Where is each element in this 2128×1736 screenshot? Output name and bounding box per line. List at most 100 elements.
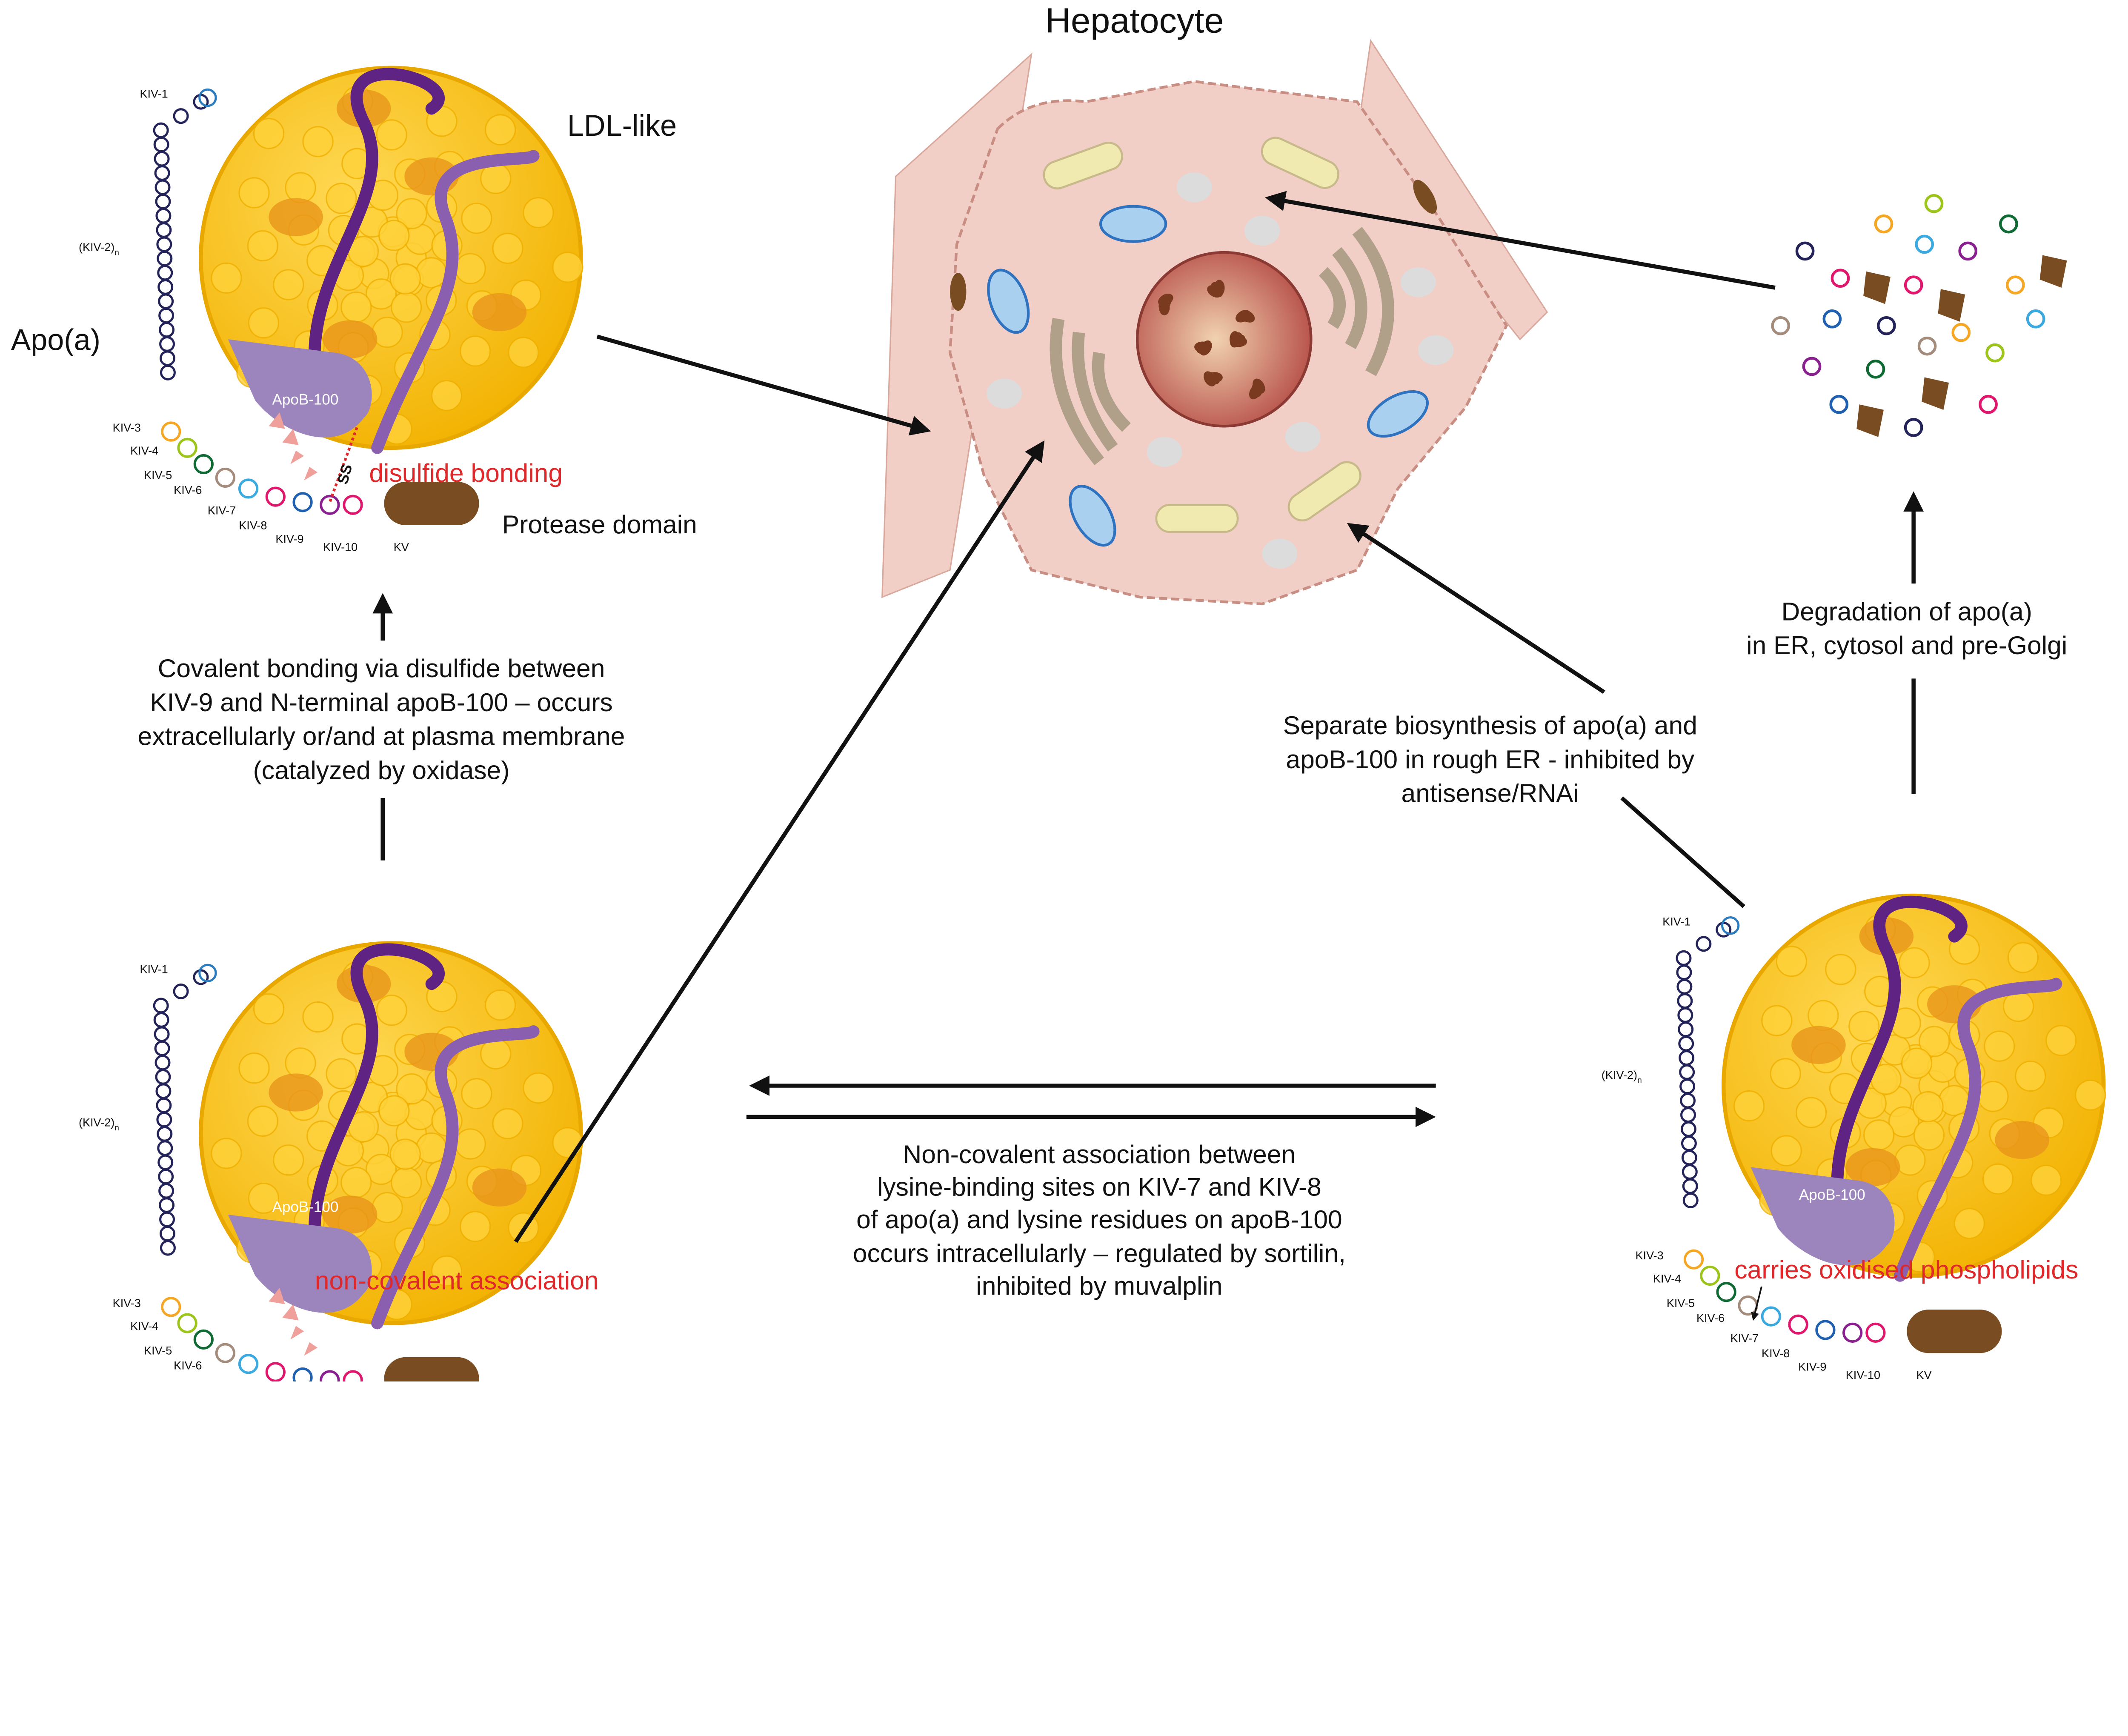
kiv2-repeat-kringle <box>153 137 169 153</box>
kringle-label: KIV-10 <box>1846 1368 1880 1381</box>
kiv2-repeat-kringle <box>1679 1064 1695 1080</box>
kringle-kiv-4 <box>1700 1265 1720 1286</box>
lipid-droplet <box>285 172 316 203</box>
kringle-label: (KIV-2)n <box>1602 1068 1642 1085</box>
chromatin-dot <box>1249 384 1262 400</box>
lipid-droplet <box>248 1182 280 1214</box>
neighbor-cell-right <box>1356 39 1548 340</box>
cholesteryl-ester-blob <box>1845 1148 1900 1186</box>
interaction-arrows <box>282 429 318 480</box>
kiv2-repeat-kringle <box>160 1240 176 1256</box>
apob-strand <box>308 68 445 413</box>
kiv2-repeat-kringle <box>1682 1164 1698 1180</box>
apoa-kringle-fragment <box>1904 418 1923 437</box>
caption-noncovalent: Non-covalent association between lysine-… <box>853 1140 1346 1300</box>
vesicle <box>1262 538 1298 569</box>
organelles <box>950 137 1454 569</box>
lipid-droplet <box>378 1095 410 1127</box>
kringle-label: (KIV-2)n <box>79 1116 119 1133</box>
lipid-droplet <box>273 269 304 300</box>
apoa-chain <box>153 964 363 1382</box>
lipid-droplet <box>1912 1091 1944 1123</box>
kiv2-repeat-kringle <box>1678 1035 1694 1052</box>
lipid-droplet <box>552 252 583 283</box>
arrow-fragments-to-hepatocyte <box>1265 191 1776 290</box>
vesicle <box>1147 437 1182 467</box>
chromatin-dot <box>1158 293 1173 306</box>
lipid-droplet <box>461 1078 492 1110</box>
kiv2-repeat-kringle <box>159 336 175 352</box>
lipid-droplet <box>431 380 463 412</box>
lipid-droplet <box>508 337 539 368</box>
vesicle <box>1244 216 1280 246</box>
lipid-droplet <box>253 993 285 1025</box>
lpa-particle-right: KIV-1(KIV-2)nKIV-3KIV-4KIV-5KIV-6KIV-7KI… <box>1602 893 2106 1381</box>
er-vesicle <box>1261 137 1339 189</box>
lipid-droplet <box>247 1105 279 1137</box>
kiv2-repeat-kringle <box>1682 1192 1699 1208</box>
arrow-bottom-left-to-hepatocyte <box>514 440 1045 1243</box>
kiv2-repeat-kringle <box>154 179 171 195</box>
kringle-label: KIV-4 <box>130 444 158 457</box>
kringle-kiv-8 <box>1788 1314 1808 1335</box>
apoa-kringle-fragment <box>1795 241 1815 261</box>
kringle-label: KIV-7 <box>208 504 236 517</box>
kiv2-repeat-kringle <box>1680 1107 1696 1123</box>
kiv2-repeat-kringle <box>1679 1078 1696 1095</box>
vesicle <box>1400 267 1436 297</box>
apoa-kringle-fragment <box>1866 360 1885 379</box>
lipid-droplet <box>1825 954 1856 985</box>
kiv2-repeat-kringle <box>157 1140 173 1156</box>
kiv2-repeat-kringle <box>158 307 174 323</box>
apoa-lpa-assembly-diagram: Hepatocyte KIV-1(KIV-2)nKIV-3KIV-4KIV-5K… <box>11 1 2106 1382</box>
lipid-droplet <box>1761 1005 1793 1036</box>
cell-junction <box>1413 180 1437 214</box>
kiv2-repeat-kringle <box>157 279 174 295</box>
kiv2-repeat-kringle <box>1676 950 1692 966</box>
chromatin-dot <box>1239 310 1255 323</box>
kringle-kiv-9 <box>292 1367 313 1382</box>
cholesteryl-ester-blob <box>472 1168 527 1207</box>
kiv2-repeat-kringle <box>153 1012 169 1028</box>
er-vesicle <box>1287 461 1361 522</box>
kiv2-repeat-kringle <box>156 1097 172 1113</box>
caption-line: extracellularly or/and at plasma membran… <box>138 722 625 751</box>
caption-degradation: Degradation of apo(a) in ER, cytosol and… <box>1746 597 2067 660</box>
apob-100-domain <box>228 339 372 438</box>
lipid-droplet <box>1977 1081 2009 1112</box>
golgi-apparatus-left <box>1050 317 1131 466</box>
kringle-label: KV <box>1916 1368 1932 1381</box>
lipid-droplet <box>1982 1163 2014 1195</box>
kringle-kiv-3 <box>161 1297 181 1317</box>
lipid-droplet <box>340 291 372 323</box>
kringle-kv <box>343 1370 363 1382</box>
apoa-kringle-fragment <box>1877 316 1896 335</box>
caption-covalent: Covalent bonding via disulfide between K… <box>138 654 625 784</box>
kiv2-repeat-kringle <box>154 151 170 167</box>
lipid-droplet <box>285 1047 316 1079</box>
apoa-chain <box>153 88 363 515</box>
ldl-like-label: LDL-like <box>567 109 677 142</box>
hepatocyte-title: Hepatocyte <box>1045 1 1224 40</box>
kiv2-repeat-kringle <box>159 350 175 366</box>
oxidised-phospholipids-label: carries oxidised phospholipids <box>1734 1255 2078 1284</box>
lipid-droplet <box>365 278 397 310</box>
lipid-droplet <box>365 1153 397 1185</box>
kringle-kiv-8 <box>265 1362 286 1382</box>
apoa-label: Apo(a) <box>11 323 101 357</box>
lipid-droplet <box>372 317 403 348</box>
caption-line: occurs intracellularly – regulated by so… <box>853 1239 1346 1268</box>
lipid-droplet <box>461 203 492 234</box>
lipid-droplet <box>253 117 285 149</box>
kringle-kiv-6 <box>1738 1296 1758 1316</box>
nucleus <box>1136 251 1313 428</box>
lipid-droplet <box>1770 1135 1802 1167</box>
lipid-droplet <box>1776 946 1808 977</box>
lipid-droplet <box>378 220 410 251</box>
kringle-kiv-5 <box>1716 1282 1736 1302</box>
kiv2-repeat-kringle <box>158 1169 174 1185</box>
lipid-droplet <box>273 1144 304 1176</box>
oxpl-pointer-arrow <box>1751 1286 1762 1321</box>
cholesteryl-ester-blob <box>472 293 527 332</box>
kiv2-repeat-kringle <box>153 998 169 1014</box>
